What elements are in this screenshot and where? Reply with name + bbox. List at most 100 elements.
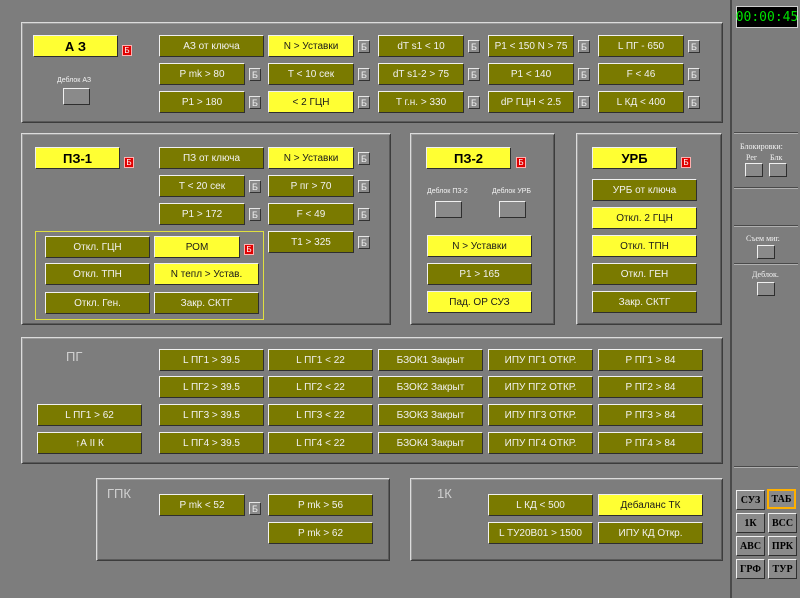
pg-c2-r4[interactable]: L ПГ4 < 22 <box>268 432 373 454</box>
deblok-button[interactable] <box>757 282 775 296</box>
nav-1k[interactable]: 1К <box>736 513 765 533</box>
pg-lpg1-62[interactable]: L ПГ1 > 62 <box>37 404 142 426</box>
k1-lkd-500[interactable]: L КД < 500 <box>488 494 593 516</box>
pz1-c1-r3[interactable]: P1 > 172 <box>159 203 245 225</box>
pz1-c2-r4[interactable]: T1 > 325 <box>268 231 354 253</box>
pg-c4-r3[interactable]: ИПУ ПГ3 ОТКР. <box>488 404 593 426</box>
nav-prk[interactable]: ПРК <box>768 536 797 556</box>
az-c3-r3[interactable]: T г.н. > 330 <box>378 91 464 113</box>
pg-c3-r4[interactable]: БЗОК4 Закрыт <box>378 432 483 454</box>
urb-2gcn[interactable]: Откл. 2 ГЦН <box>592 207 697 229</box>
nav-grf[interactable]: ГРФ <box>736 559 765 579</box>
az-c1-r1[interactable]: АЗ от ключа <box>159 35 264 57</box>
nav-suz[interactable]: СУЗ <box>736 490 765 510</box>
pz1-c1-r1[interactable]: ПЗ от ключа <box>159 147 264 169</box>
pz1-c1-r2[interactable]: T < 20 сек <box>159 175 245 197</box>
az-c1-r2[interactable]: P mk > 80 <box>159 63 245 85</box>
az-c1-r2-b[interactable]: Б <box>249 68 261 81</box>
pg-c2-r2[interactable]: L ПГ2 < 22 <box>268 376 373 398</box>
gpk-pmk-62[interactable]: P mk > 62 <box>268 522 373 544</box>
pg-c2-r1[interactable]: L ПГ1 < 22 <box>268 349 373 371</box>
az-c5-r2[interactable]: F < 46 <box>598 63 684 85</box>
urb-deblock-button[interactable] <box>499 201 526 218</box>
nav-vss[interactable]: ВСС <box>768 513 797 533</box>
pz2-p1[interactable]: P1 > 165 <box>427 263 532 285</box>
pg-c3-r3[interactable]: БЗОК3 Закрыт <box>378 404 483 426</box>
az-c3-r1[interactable]: dT s1 < 10 <box>378 35 464 57</box>
pz1-c2-r2-b[interactable]: Б <box>358 180 370 193</box>
pg-c1-r1[interactable]: L ПГ1 > 39.5 <box>159 349 264 371</box>
pz2-pad-or[interactable]: Пад. ОР СУЗ <box>427 291 532 313</box>
az-c3-r3-b[interactable]: Б <box>468 96 480 109</box>
pz1-sub-gen[interactable]: Откл. Ген. <box>45 292 150 314</box>
pg-c3-r1[interactable]: БЗОК1 Закрыт <box>378 349 483 371</box>
az-c5-r3[interactable]: L КД < 400 <box>598 91 684 113</box>
pg-c3-r2[interactable]: БЗОК2 Закрыт <box>378 376 483 398</box>
pg-c2-r3[interactable]: L ПГ3 < 22 <box>268 404 373 426</box>
pg-c5-r4[interactable]: P ПГ4 > 84 <box>598 432 703 454</box>
nav-tab[interactable]: ТАБ <box>767 489 796 509</box>
urb-tpn[interactable]: Откл. ТПН <box>592 235 697 257</box>
az-c5-r1-b[interactable]: Б <box>688 40 700 53</box>
az-c3-r2[interactable]: dT s1-2 > 75 <box>378 63 464 85</box>
az-c4-r2-b[interactable]: Б <box>578 68 590 81</box>
az-c2-r3-b[interactable]: Б <box>358 96 370 109</box>
pz1-sub-tpn[interactable]: Откл. ТПН <box>45 263 150 285</box>
az-c3-r1-b[interactable]: Б <box>468 40 480 53</box>
pz1-sub-rom[interactable]: РОМ <box>154 236 240 258</box>
urb-ot-klyucha[interactable]: УРБ от ключа <box>592 179 697 201</box>
pg-c5-r2[interactable]: P ПГ2 > 84 <box>598 376 703 398</box>
k1-ltu20[interactable]: L ТУ20В01 > 1500 <box>488 522 593 544</box>
az-c5-r2-b[interactable]: Б <box>688 68 700 81</box>
pz1-c2-r1-b[interactable]: Б <box>358 152 370 165</box>
nav-avs[interactable]: АВС <box>736 536 765 556</box>
reg-toggle[interactable] <box>745 163 763 177</box>
pg-c1-r4[interactable]: L ПГ4 > 39.5 <box>159 432 264 454</box>
gpk-pmk-56[interactable]: P mk > 56 <box>268 494 373 516</box>
pz1-sub-gcn[interactable]: Откл. ГЦН <box>45 236 150 258</box>
pz1-c2-r4-b[interactable]: Б <box>358 236 370 249</box>
blk-toggle[interactable] <box>769 163 787 177</box>
gpk-pmk-52-b[interactable]: Б <box>249 502 261 515</box>
pz1-c1-r2-b[interactable]: Б <box>249 180 261 193</box>
pz1-c2-r2[interactable]: P пг > 70 <box>268 175 354 197</box>
pg-c1-r3[interactable]: L ПГ3 > 39.5 <box>159 404 264 426</box>
pz1-c2-r3[interactable]: F < 49 <box>268 203 354 225</box>
az-c5-r1[interactable]: L ПГ - 650 <box>598 35 684 57</box>
az-c4-r3-b[interactable]: Б <box>578 96 590 109</box>
az-c4-r1-b[interactable]: Б <box>578 40 590 53</box>
az-deblock-button[interactable] <box>63 88 90 105</box>
urb-gen[interactable]: Откл. ГЕН <box>592 263 697 285</box>
az-c4-r3[interactable]: dP ГЦН < 2.5 <box>488 91 574 113</box>
pg-c4-r4[interactable]: ИПУ ПГ4 ОТКР. <box>488 432 593 454</box>
k1-debalans-tk[interactable]: Дебаланс ТК <box>598 494 703 516</box>
pz1-c1-r3-b[interactable]: Б <box>249 208 261 221</box>
pg-c5-r1[interactable]: P ПГ1 > 84 <box>598 349 703 371</box>
k1-ipu-kd[interactable]: ИПУ КД Откр. <box>598 522 703 544</box>
pz2-n-ustavki[interactable]: N > Уставки <box>427 235 532 257</box>
pg-c1-r2[interactable]: L ПГ2 > 39.5 <box>159 376 264 398</box>
az-c5-r3-b[interactable]: Б <box>688 96 700 109</box>
pg-c5-r3[interactable]: P ПГ3 > 84 <box>598 404 703 426</box>
sem-mig-button[interactable] <box>757 245 775 259</box>
az-c2-r3[interactable]: < 2 ГЦН <box>268 91 354 113</box>
az-c4-r1[interactable]: P1 < 150 N > 75 <box>488 35 574 57</box>
az-c4-r2[interactable]: P1 < 140 <box>488 63 574 85</box>
az-c1-r3-b[interactable]: Б <box>249 96 261 109</box>
az-c2-r1[interactable]: N > Уставки <box>268 35 354 57</box>
urb-sktg[interactable]: Закр. СКТГ <box>592 291 697 313</box>
pz2-deblock-button[interactable] <box>435 201 462 218</box>
pg-c4-r1[interactable]: ИПУ ПГ1 ОТКР. <box>488 349 593 371</box>
pg-a2k[interactable]: ↑А II К <box>37 432 142 454</box>
gpk-pmk-52[interactable]: P mk < 52 <box>159 494 245 516</box>
az-c2-r2[interactable]: T < 10 сек <box>268 63 354 85</box>
az-c3-r2-b[interactable]: Б <box>468 68 480 81</box>
nav-tur[interactable]: ТУР <box>768 559 797 579</box>
az-c2-r2-b[interactable]: Б <box>358 68 370 81</box>
pz1-c2-r3-b[interactable]: Б <box>358 208 370 221</box>
pz1-sub-ntepl[interactable]: N тепл > Устав. <box>154 263 259 285</box>
pg-c4-r2[interactable]: ИПУ ПГ2 ОТКР. <box>488 376 593 398</box>
pz1-c2-r1[interactable]: N > Уставки <box>268 147 354 169</box>
pz1-sub-sktg[interactable]: Закр. СКТГ <box>154 292 259 314</box>
az-c1-r3[interactable]: P1 > 180 <box>159 91 245 113</box>
